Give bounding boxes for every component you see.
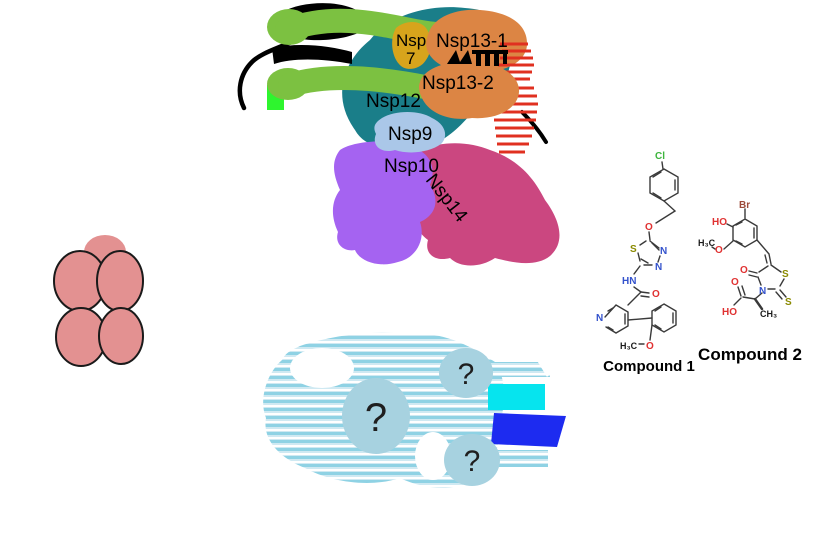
atom-label-s-thione: S xyxy=(785,297,792,308)
compound-2-caption: Compound 2 xyxy=(698,345,802,364)
unknown-blob-bottom xyxy=(444,434,500,486)
question-mark-top: ? xyxy=(458,358,475,391)
atom-label-o-acid: O xyxy=(731,277,739,288)
atom-label-o-methoxy: O xyxy=(715,245,723,256)
bond-lines xyxy=(604,161,679,345)
rna-band-cyan xyxy=(488,384,545,410)
rna-bands xyxy=(487,362,566,467)
nsp9-blob xyxy=(374,112,446,153)
atom-label-ch3: CH₃ xyxy=(760,309,777,319)
atom-label-s-ring: S xyxy=(782,269,789,280)
atom-label-ho: HO xyxy=(712,217,727,228)
compound-1-caption: Compound 1 xyxy=(603,358,695,375)
atom-label-n1: N xyxy=(660,246,667,257)
nsp9-label: Nsp9 xyxy=(388,124,432,145)
nsp7-label-line1: Nsp xyxy=(396,31,426,50)
cloud-white-patch xyxy=(415,432,451,480)
rna-strand-left xyxy=(237,35,303,111)
atom-label-s: S xyxy=(630,244,637,255)
nsp12-label: Nsp12 xyxy=(366,91,421,112)
rna-band-striped-top xyxy=(488,362,550,377)
atom-label-o-carbonyl: O xyxy=(652,289,660,300)
nsp14-blob xyxy=(410,143,560,266)
rna-strand-exit xyxy=(520,110,548,144)
atom-label-n-ring: N xyxy=(759,286,766,297)
cloud-white-patch xyxy=(290,348,354,388)
thought-bubble xyxy=(519,57,836,405)
pink-oligomer xyxy=(53,235,144,367)
compound-1-structure: Cl O S N N HN O N O H₃C xyxy=(596,151,679,352)
nsp13-2-label: Nsp13-2 xyxy=(422,73,494,94)
unknown-factor-blobs: ? ? ? xyxy=(342,348,500,486)
atom-label-n-pyridine: N xyxy=(596,313,603,324)
atom-label-h3c: H₃C xyxy=(620,341,638,351)
nsp10-label: Nsp10 xyxy=(384,156,439,177)
atom-label-ho-acid: HO xyxy=(722,307,737,318)
bond-lines xyxy=(711,208,787,306)
rna-band-blue xyxy=(491,413,566,447)
nsp13-1-label: Nsp13-1 xyxy=(436,31,508,52)
unknown-blob-large xyxy=(342,378,410,454)
wedge-bond xyxy=(753,297,764,311)
atom-label-o-ether: O xyxy=(645,222,653,233)
atom-label-br: Br xyxy=(739,200,750,211)
atom-label-h3c: H₃C xyxy=(698,238,716,248)
atom-label-cl: Cl xyxy=(655,151,665,162)
rna-strand-mid xyxy=(272,45,352,64)
atom-label-hn: HN xyxy=(622,276,636,287)
nsp10-blob xyxy=(332,141,436,265)
atom-label-o-methoxy: O xyxy=(646,341,654,352)
rna-duplex-teeth xyxy=(447,50,508,66)
question-mark-large: ? xyxy=(365,396,387,440)
compound-2-structure: Br HO H₃C O O N S S O HO CH₃ xyxy=(698,200,792,319)
oligomer-subunit xyxy=(96,250,144,312)
nsp13-2-blob xyxy=(418,61,520,119)
nsp7-blob xyxy=(392,22,431,69)
atom-label-o-ring: O xyxy=(740,265,748,276)
nsp7-label-line2: 7 xyxy=(406,49,415,68)
oligomer-subunit xyxy=(98,307,144,365)
unknown-blob-top xyxy=(439,348,493,398)
nsp13-1-blob xyxy=(426,9,528,72)
rna-band-striped-bottom xyxy=(487,450,548,467)
question-mark-bottom: ? xyxy=(464,445,481,478)
atom-label-n2: N xyxy=(655,262,662,273)
